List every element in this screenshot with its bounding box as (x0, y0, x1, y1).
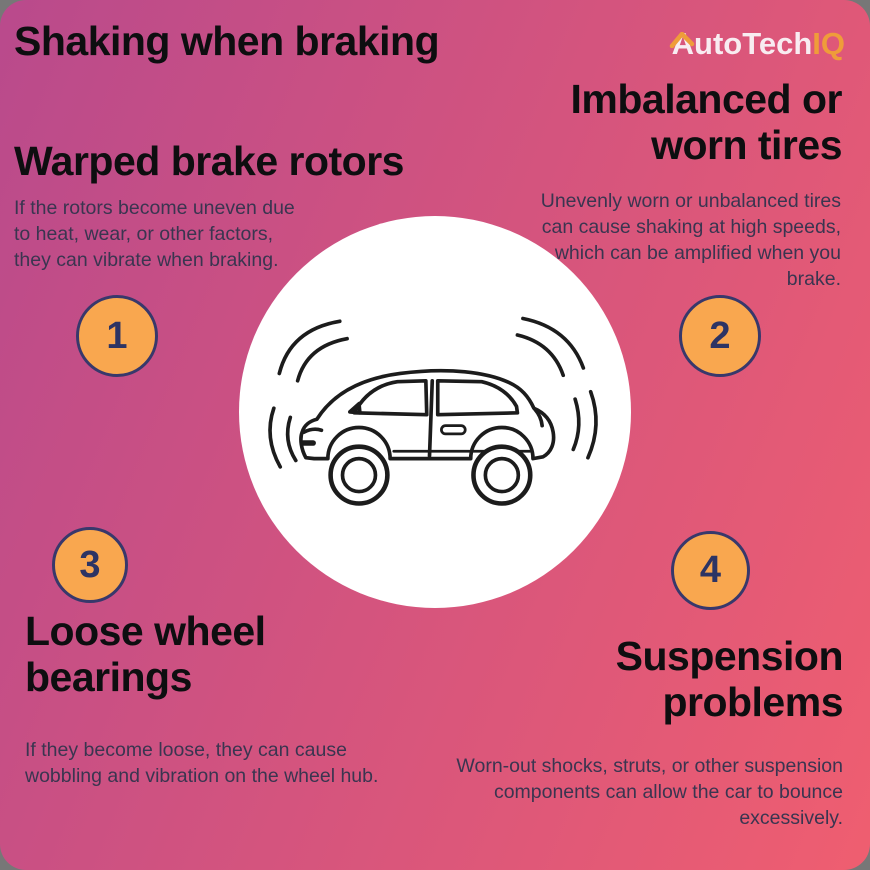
brand-name-main: AutoTech (671, 26, 813, 61)
cause-2-description: Unevenly worn or unbalanced tires can ca… (540, 190, 841, 290)
cause-3-number-badge: 3 (52, 527, 128, 603)
cause-2-number-badge: 2 (679, 295, 761, 377)
page-title: Shaking when braking (14, 18, 440, 64)
logo-a-accent-icon (669, 20, 695, 49)
cause-4-number-badge: 4 (671, 531, 750, 610)
cause-3-description: If they become loose, they can cause wob… (25, 739, 379, 787)
vibrating-car-icon (268, 316, 598, 506)
brand-name-iq: IQ (812, 26, 845, 61)
cause-4-title: Suspension problems (615, 633, 844, 726)
brand-logo: AutoTechIQ (669, 26, 845, 62)
cause-4-description: Worn-out shocks, struts, or other suspen… (456, 755, 843, 829)
cause-3-title: Loose wheel bearings (25, 608, 266, 701)
cause-1-title: Warped brake rotors (14, 138, 404, 184)
car-illustration-circle (239, 216, 631, 608)
brand-logo-text: AutoTech (669, 26, 813, 61)
cause-2-title: Imbalanced or worn tires (570, 76, 843, 169)
cause-1-number-badge: 1 (76, 295, 158, 377)
cause-1-description: If the rotors become uneven due to heat,… (14, 197, 295, 271)
